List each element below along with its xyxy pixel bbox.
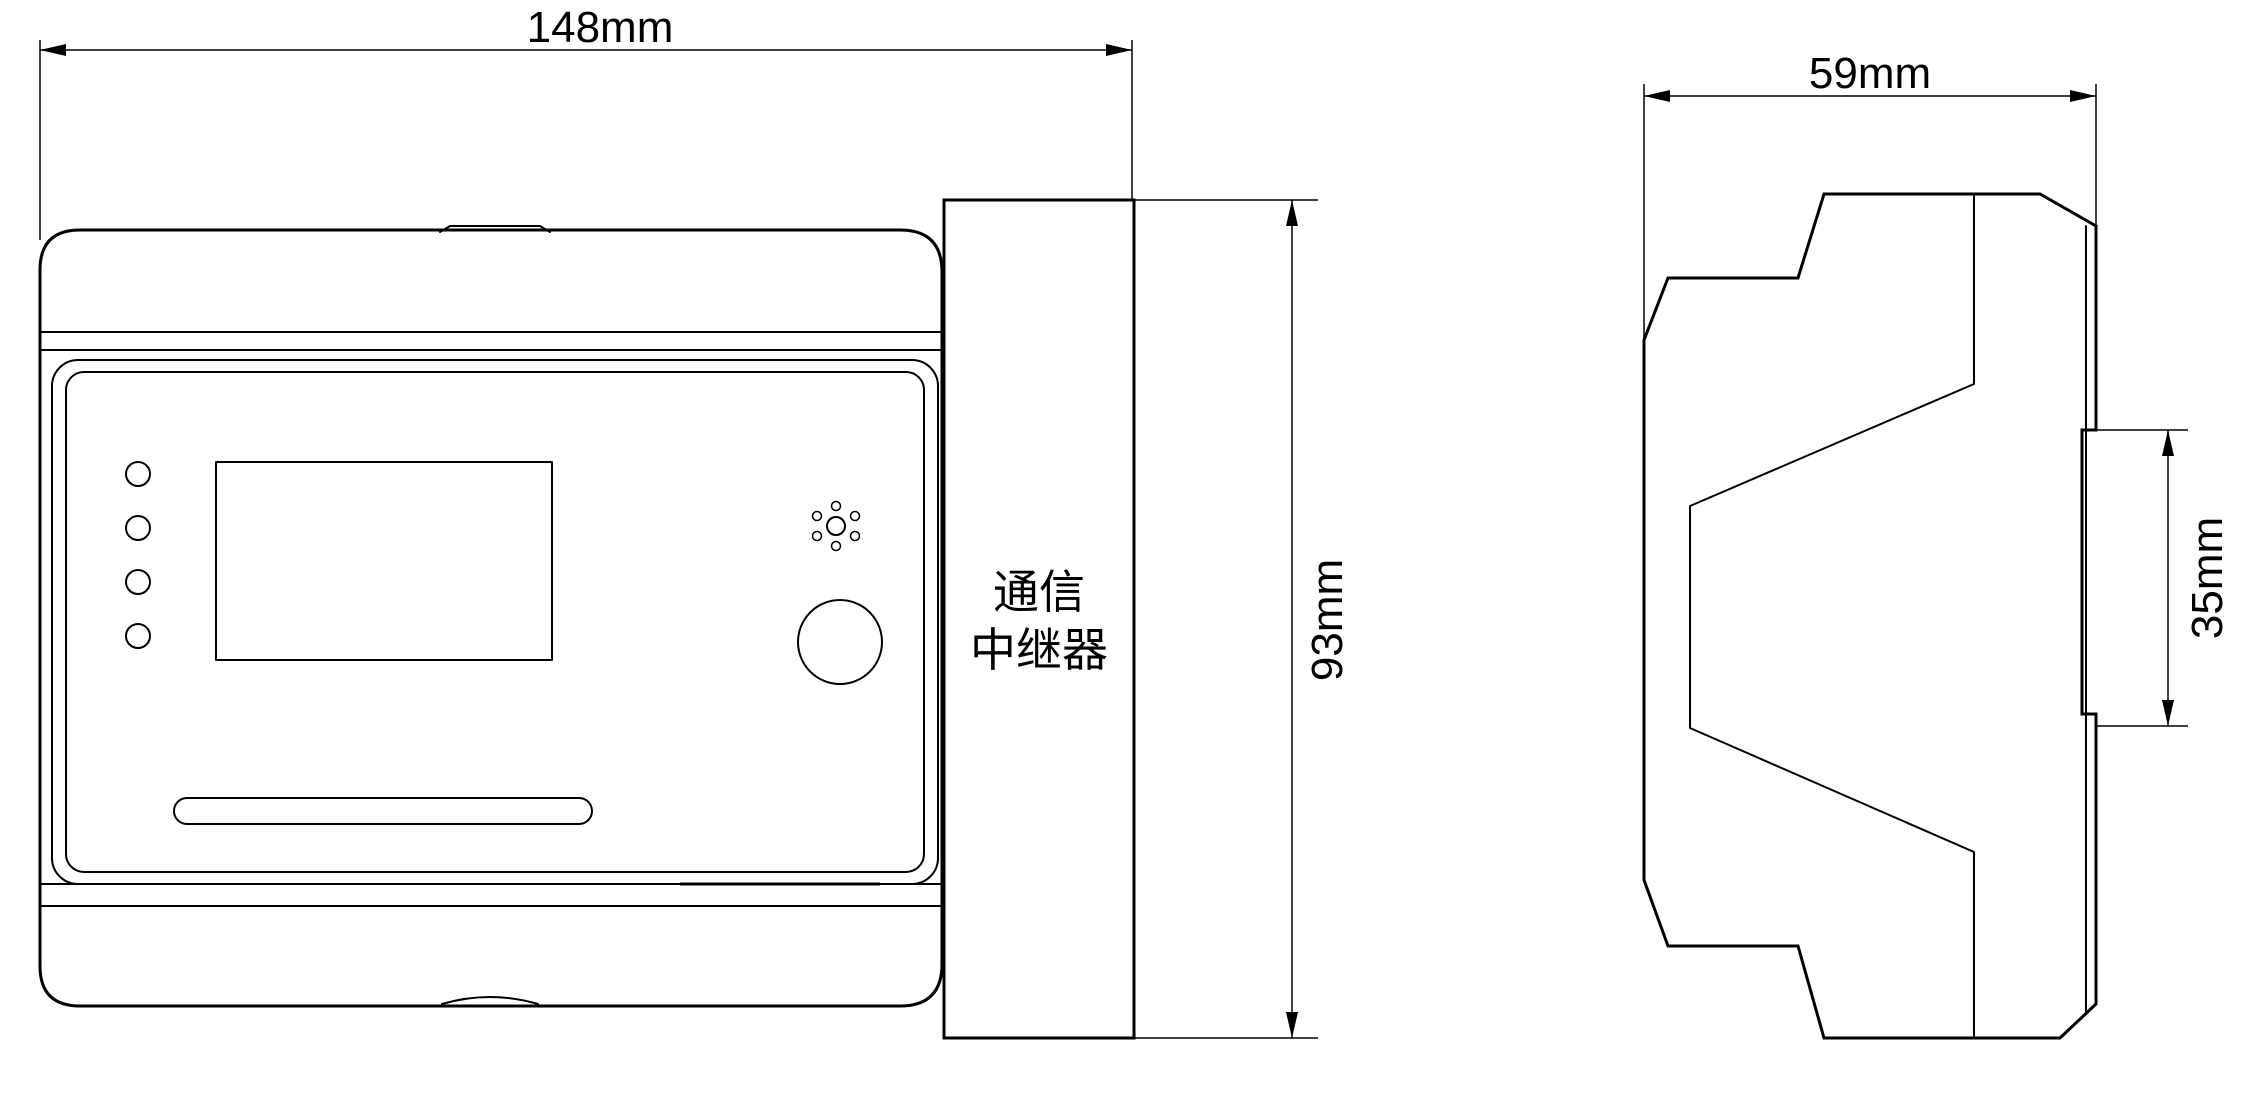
front-view: 148mm [38,3,1352,1040]
relay-module-label-line2: 中继器 [970,623,1108,677]
relay-module: 通信 中继器 [942,198,1136,1040]
indicator-leds [125,461,151,649]
dimension-front-height: 93mm [1134,199,1352,1039]
side-view: 59mm 35mm [1642,49,2232,1040]
led-icon [125,461,151,487]
front-width-label: 148mm [527,3,674,52]
dimension-front-width: 148mm [39,3,1133,240]
dimension-side-depth: 59mm [1643,49,2097,360]
front-height-label: 93mm [1303,559,1352,681]
relay-module-label-line1: 通信 [993,565,1085,619]
rail-width-label: 35mm [2183,517,2232,639]
led-icon [125,569,151,595]
round-button-icon [797,599,883,685]
device-housing [38,228,944,1008]
led-icon [125,515,151,541]
led-icon [125,623,151,649]
buzzer-icon [811,500,861,552]
faceplate [65,371,925,873]
side-profile [1642,192,2098,1040]
side-depth-label: 59mm [1809,49,1931,98]
dimension-rail-width: 35mm [2096,429,2232,727]
label-slot [173,797,593,825]
faceplate-frame [51,359,939,885]
lcd-screen [215,461,553,661]
